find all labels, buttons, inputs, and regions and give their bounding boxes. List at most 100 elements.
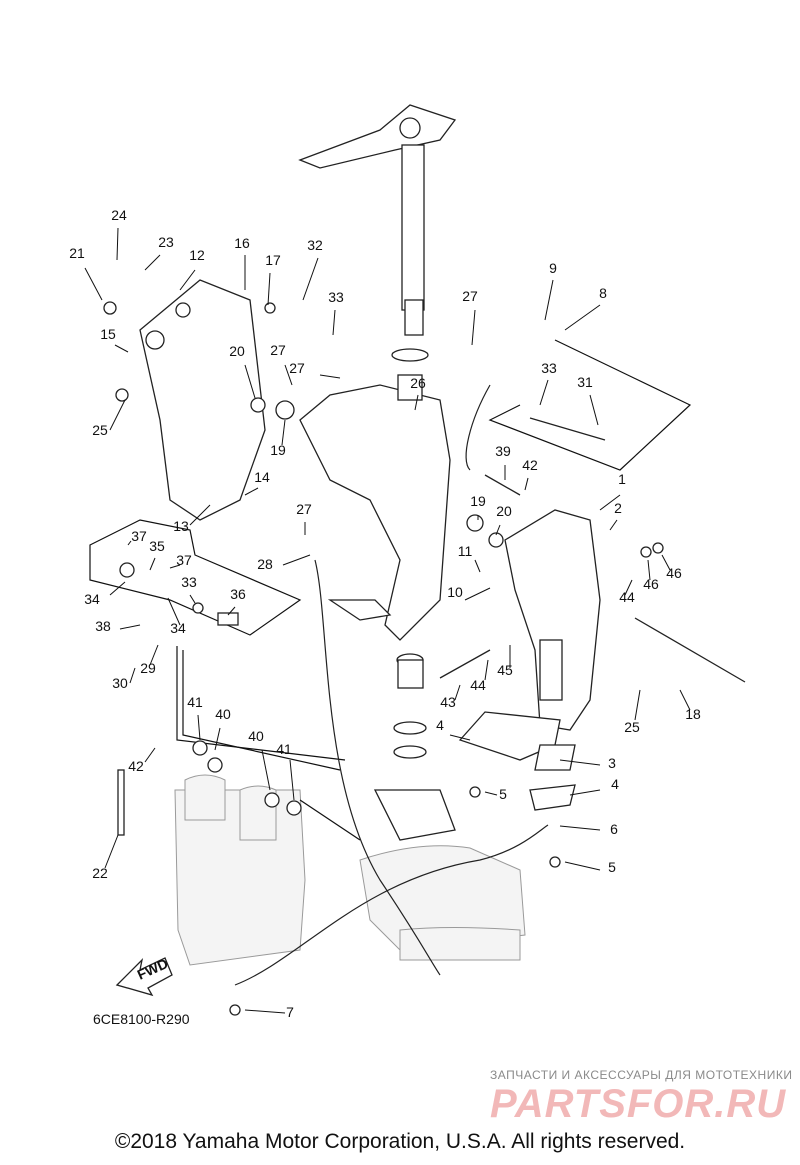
callout-42: 42 [128,758,144,774]
callout-leader [679,689,691,711]
callout-numbers: 1234455678910111213141516171819192020212… [69,207,701,1020]
callout-leader [524,477,529,491]
callout-leader [149,644,159,666]
callout-25: 25 [92,422,108,438]
callout-leader [129,667,136,684]
callout-leader [559,759,601,766]
callout-23: 23 [158,234,174,250]
callout-8: 8 [599,285,607,301]
callout-leader [609,519,618,531]
callout-34: 34 [170,620,186,636]
callout-6: 6 [610,821,618,837]
callout-leader [144,747,156,763]
callout-leader [474,559,481,573]
ground-cables [234,384,549,986]
callout-leader [282,554,311,566]
callout-39: 39 [495,443,511,459]
callout-45: 45 [497,662,513,678]
callout-leader [116,227,119,261]
callout-leader [564,861,601,871]
callout-31: 31 [577,374,593,390]
callout-14: 14 [254,469,270,485]
callout-34: 34 [84,591,100,607]
callout-leader [414,394,419,411]
callout-leader [144,254,161,271]
callout-40: 40 [248,728,264,744]
callout-leader [179,269,196,291]
steering-shaft [298,104,457,336]
callout-leader [449,734,471,741]
callout-27: 27 [296,501,312,517]
callout-19: 19 [470,493,486,509]
callout-10: 10 [447,584,463,600]
lower-unit-ghost [174,774,526,966]
callout-36: 36 [230,586,246,602]
grouping-lines [89,339,692,841]
callout-22: 22 [92,865,108,881]
callout-leader [104,834,119,869]
callout-leader [464,587,491,601]
callout-24: 24 [111,207,127,223]
callout-leader [114,344,129,353]
callout-leader [484,791,498,796]
callout-1: 1 [618,471,626,487]
callout-40: 40 [215,706,231,722]
callout-26: 26 [410,375,426,391]
callout-27: 27 [270,342,286,358]
callout-leader [244,1009,286,1014]
callout-leader [214,727,221,751]
callout-leader [244,364,256,399]
callout-leader [167,597,181,626]
callout-37: 37 [176,552,192,568]
callout-leader [267,272,271,306]
callout-leader [661,554,671,571]
callout-leader [84,267,103,301]
callout-20: 20 [496,503,512,519]
callout-leader [539,379,549,406]
callout-32: 32 [307,237,323,253]
callout-19: 19 [270,442,286,458]
copyright-notice: ©2018 Yamaha Motor Corporation, U.S.A. A… [114,1130,686,1153]
callout-7: 7 [286,1004,294,1020]
callout-44: 44 [619,589,635,605]
callout-leader [149,557,156,571]
callout-leader [647,559,651,581]
watermark-tagline: ЗАПЧАСТИ И АКСЕССУАРЫ ДЛЯ МОТОТЕХНИКИ [490,1068,793,1082]
callout-leader [289,759,295,801]
callout-leader [227,606,236,616]
callout-leader [302,257,319,301]
swivel-bracket [299,384,451,641]
callout-leader [624,579,633,596]
callout-leader [332,309,336,336]
right-clamp-bracket [504,509,601,731]
callout-35: 35 [149,538,165,554]
callout-4: 4 [436,717,444,733]
callout-leader [244,487,259,496]
callout-leader [169,564,181,569]
callout-46: 46 [643,576,659,592]
callout-11: 11 [458,543,473,559]
callout-leader [634,689,641,721]
callout-41: 41 [187,694,203,710]
callout-leader [109,399,126,431]
callout-leader [471,309,476,346]
callout-29: 29 [140,660,156,676]
callout-33: 33 [328,289,344,305]
callout-33: 33 [181,574,197,590]
callout-27: 27 [462,288,478,304]
callout-5: 5 [499,786,507,802]
callout-leader [284,364,293,386]
callout-15: 15 [100,326,116,342]
callout-21: 21 [69,245,85,261]
fwd-arrow: FWD [115,955,173,997]
callout-leader [281,419,286,446]
callout-4: 4 [611,776,619,792]
callout-20: 20 [229,343,245,359]
watermark-brand: PARTSFOR.RU [490,1082,787,1126]
callout-5: 5 [608,859,616,875]
callout-leader [495,524,501,536]
diagram-code: 6CE8100-R290 [93,1011,190,1027]
callout-leader [484,659,489,681]
callout-17: 17 [265,252,281,268]
